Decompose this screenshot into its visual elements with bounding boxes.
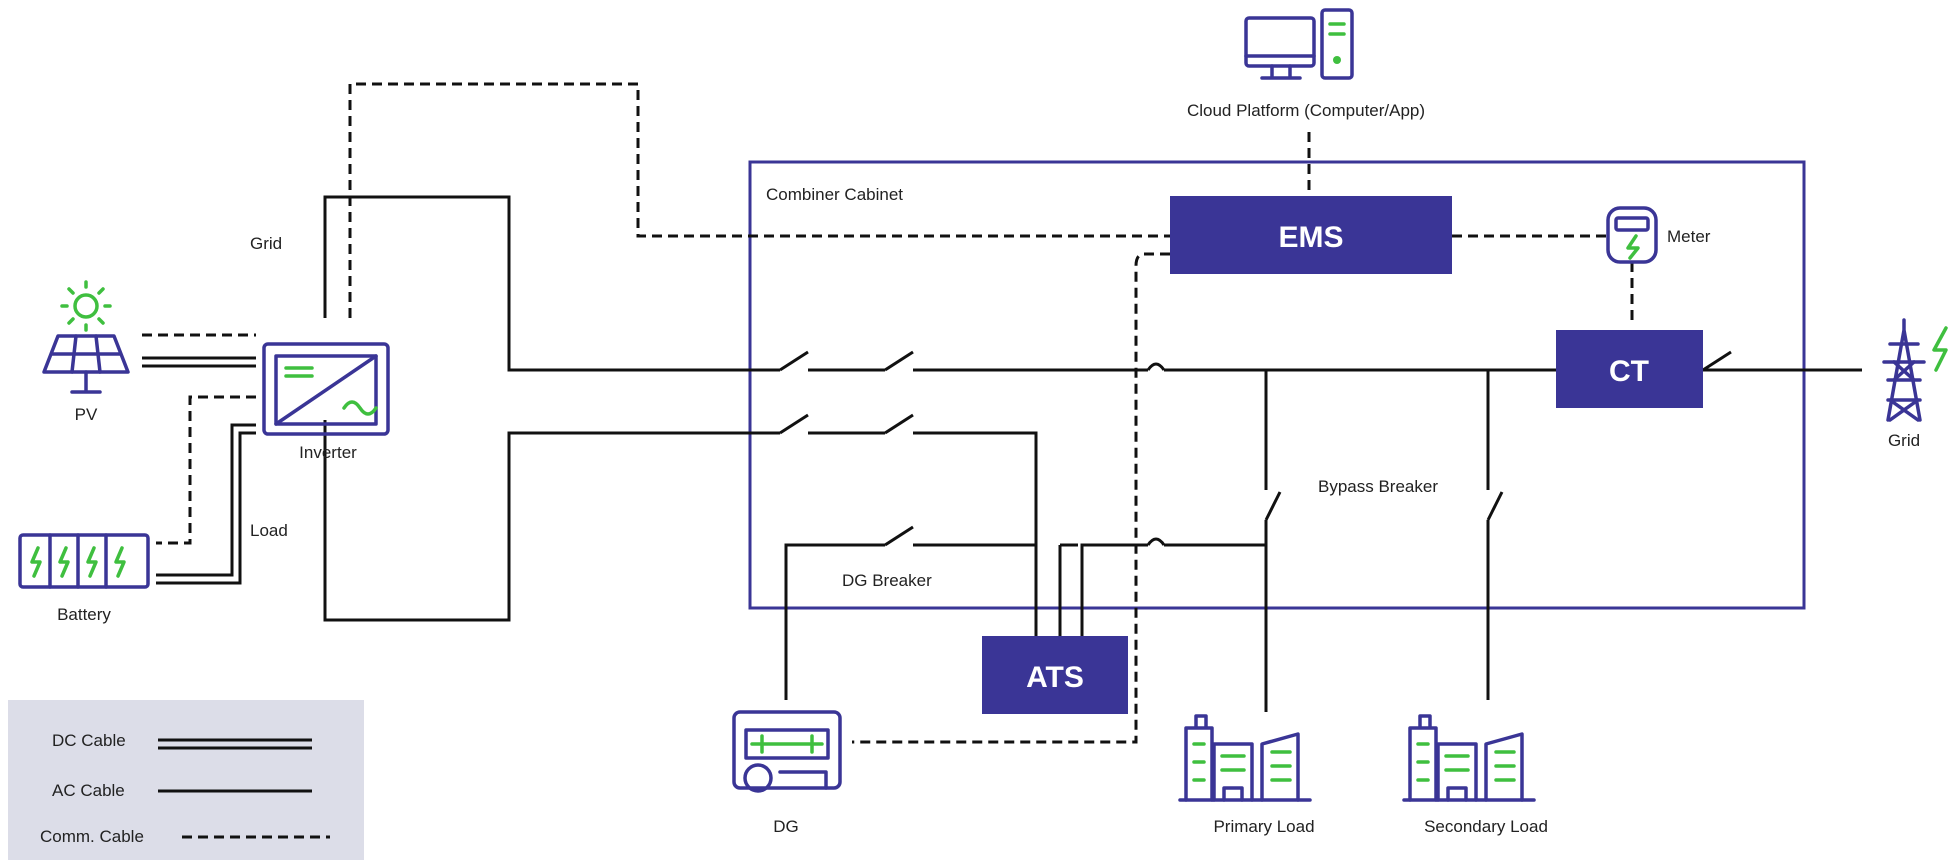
generator-icon (732, 710, 842, 793)
ems-box[interactable]: EMS (1170, 196, 1452, 274)
battery-label: Battery (57, 605, 111, 624)
secondary-load-label: Secondary Load (1424, 817, 1548, 836)
secondary-load-buildings-icon (1402, 714, 1536, 802)
primary-load-label: Primary Load (1213, 817, 1314, 836)
ats-label: ATS (1026, 661, 1084, 694)
computer-icon (1244, 8, 1354, 80)
load-port-label: Load (250, 521, 288, 540)
ct-box[interactable]: CT (1556, 330, 1703, 408)
dc-cables (142, 356, 256, 585)
grid-port-label: Grid (250, 234, 282, 253)
pv-icon (42, 280, 130, 394)
primary-load-buildings-icon (1178, 714, 1312, 802)
inverter-label: Inverter (299, 443, 357, 462)
legend-comm-label: Comm. Cable (40, 827, 144, 846)
ac-cables (323, 195, 1862, 712)
meter-label: Meter (1667, 227, 1711, 246)
dg-label: DG (773, 817, 799, 836)
meter-icon (1606, 206, 1658, 264)
ats-box[interactable]: ATS (982, 636, 1128, 714)
cloud-platform-label: Cloud Platform (Computer/App) (1187, 101, 1425, 120)
bypass-breaker-label: Bypass Breaker (1318, 477, 1438, 496)
grid-tower-icon (1882, 318, 1948, 422)
inverter-icon (262, 342, 390, 436)
combiner-cabinet-label: Combiner Cabinet (766, 185, 903, 204)
ct-label: CT (1609, 355, 1649, 388)
battery-icon (18, 533, 150, 589)
comm-cables (142, 82, 1634, 744)
legend-dc-line (158, 738, 312, 750)
legend: DC Cable AC Cable Comm. Cable (8, 700, 364, 860)
legend-background (8, 700, 364, 860)
grid-right-label: Grid (1888, 431, 1920, 450)
legend-dc-label: DC Cable (52, 731, 126, 750)
combiner-cabinet-frame (748, 160, 1806, 610)
dg-breaker-label: DG Breaker (842, 571, 932, 590)
pv-label: PV (75, 405, 98, 424)
breakers (779, 350, 1732, 547)
legend-ac-label: AC Cable (52, 781, 125, 800)
ems-label: EMS (1278, 221, 1343, 254)
